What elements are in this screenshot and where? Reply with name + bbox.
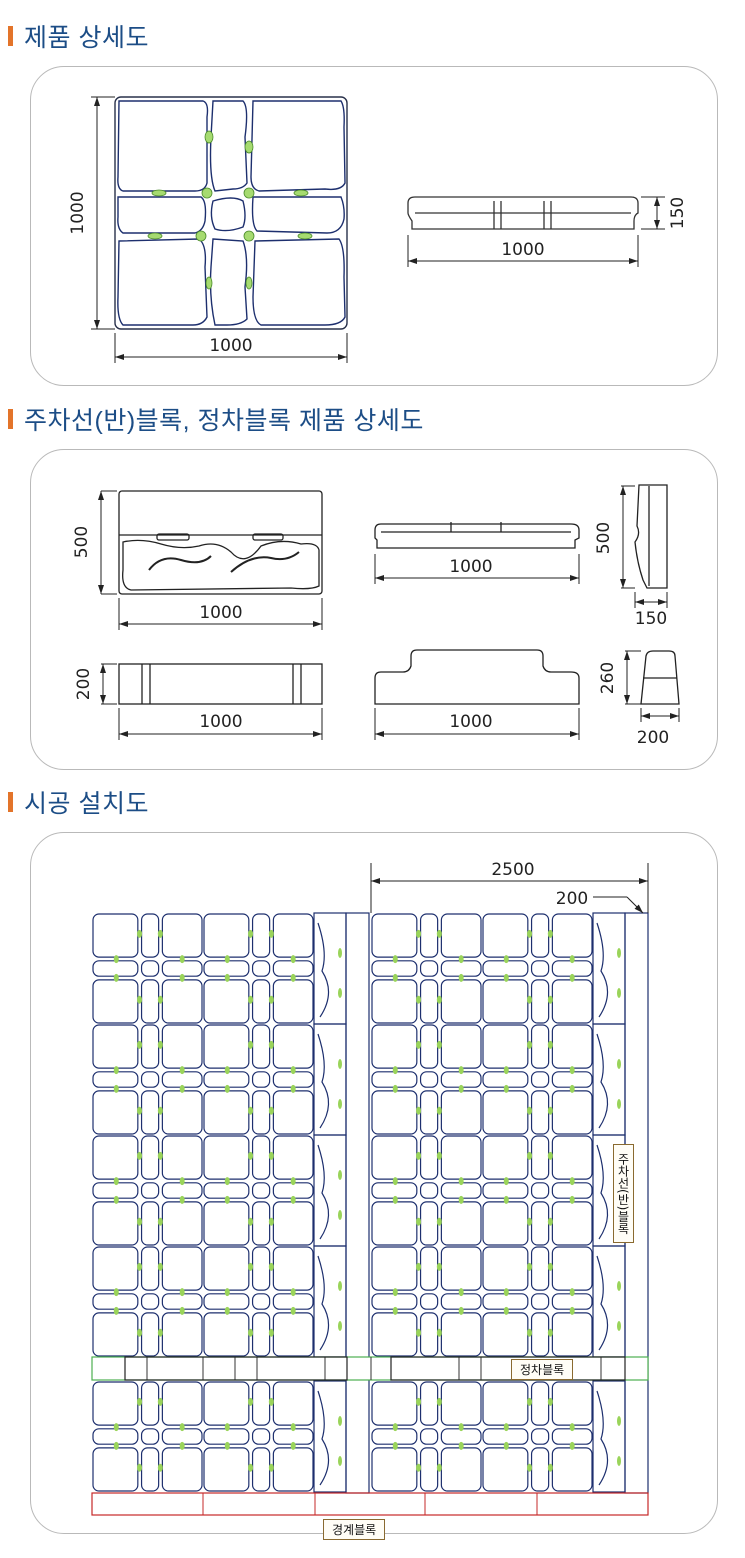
dim-label: 1000 [68,191,88,234]
parking-block-panel: 500 1000 1000 500 150 [30,449,718,770]
paving-block [92,1024,203,1135]
label-stop-block: 정차블록 [511,1359,574,1380]
stop-block-row [91,1356,649,1381]
paving-block [203,1024,314,1135]
dim-label: 500 [594,522,614,554]
paving-block [203,1135,314,1246]
installation-panel: 2500 200 주차선(반)블록 정차블록 경계블록 [30,832,718,1540]
dim-label: 500 [72,526,92,558]
dim-label: 200 [637,728,669,748]
parking-line-strip [592,1245,626,1358]
section-title-text: 주차선(반)블록, 정차블록 제품 상세도 [24,407,424,435]
paving-block [482,1381,593,1492]
parking-line-strip [313,1134,347,1247]
paving-block [482,1024,593,1135]
section-title-text: 시공 설치도 [24,790,149,818]
paving-block [203,913,314,1024]
paving-block [203,1381,314,1492]
boundary-block-row [91,1492,649,1516]
dim-label: 1000 [449,712,492,732]
installation-drawing: 2500 200 [91,860,649,1516]
label-boundary-block: 경계블록 [323,1519,386,1540]
block-top-view [114,96,348,330]
parking-line-block-top-view [118,490,323,595]
title-accent-bar [8,409,13,429]
parking-line-strip [592,1023,626,1136]
section-title-text: 제품 상세도 [24,24,149,52]
parking-line-strip [592,912,626,1025]
paving-block [92,1135,203,1246]
stop-block-side-view [374,649,580,705]
paving-block [371,1135,482,1246]
paving-block [371,913,482,1024]
parking-line-block-end-view [634,484,668,589]
paving-block [482,1135,593,1246]
title-accent-bar [8,26,13,46]
section-title-install: 시공 설치도 [8,785,149,819]
paving-block [203,1246,314,1357]
stop-block-end-view [640,650,680,705]
parking-line-strip [313,1245,347,1358]
parking-line-strip [313,1380,347,1493]
parking-line-strip [592,1380,626,1493]
dim-label: 150 [668,197,688,229]
block-side-view [407,196,639,230]
dim-label: 1000 [199,712,242,732]
parking-line-strip [313,912,347,1025]
product-detail-drawing: 1000 1000 150 1000 [68,96,688,363]
parking-line-block-side-view [374,522,580,549]
paving-block [92,1381,203,1492]
edge-strip [345,912,370,1494]
product-detail-panel: 1000 1000 150 1000 [30,66,718,386]
dim-label: 1000 [209,336,252,356]
section-title-parking: 주차선(반)블록, 정차블록 제품 상세도 [8,402,424,436]
paving-block [371,1246,482,1357]
paving-block [482,913,593,1024]
title-accent-bar [8,792,13,812]
section-title-detail: 제품 상세도 [8,19,149,53]
dim-label: 2500 [491,860,534,880]
paving-block [92,913,203,1024]
parking-line-strip [313,1023,347,1136]
paving-grid [91,912,649,1516]
label-parking-line-block: 주차선(반)블록 [613,1144,634,1244]
dim-label: 1000 [501,240,544,260]
dim-label: 150 [635,609,667,629]
paving-block [482,1246,593,1357]
paving-block [92,1246,203,1357]
dim-label: 1000 [199,603,242,623]
dim-label: 200 [74,668,94,700]
paving-block [371,1381,482,1492]
paving-block [371,1024,482,1135]
dim-label: 1000 [449,557,492,577]
dim-label: 260 [598,662,618,694]
parking-block-drawing: 500 1000 1000 500 150 [72,484,680,748]
dim-label: 200 [556,889,588,909]
stop-block-top-view [118,663,323,705]
